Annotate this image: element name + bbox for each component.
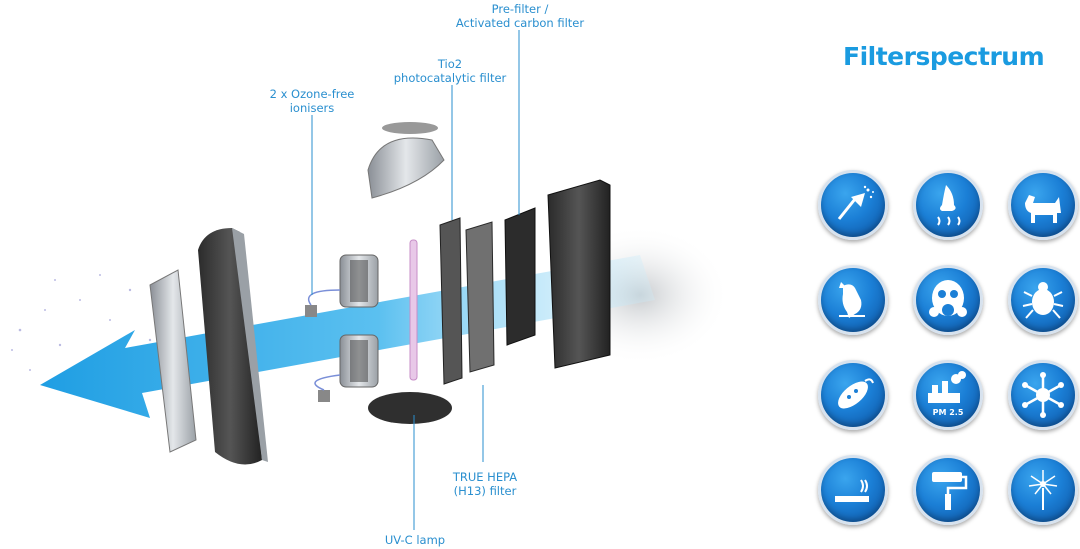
- front-grille: [149, 269, 197, 453]
- tio2-filter: [439, 217, 463, 385]
- label-tio2: Tio2 photocatalytic filter: [390, 57, 510, 85]
- label-ionisers-line2: ionisers: [289, 101, 335, 115]
- pollen-icon: [1008, 455, 1078, 525]
- label-uvc: UV-C lamp: [384, 533, 446, 547]
- dust-icon: [818, 170, 888, 240]
- pm-label: PM 2.5: [933, 408, 964, 417]
- bacteria-icon: [818, 360, 888, 430]
- paint-roller-icon: [913, 455, 983, 525]
- ioniser-bottom: [339, 334, 379, 388]
- label-hepa-line1: TRUE HEPA: [452, 470, 518, 484]
- label-prefilter-line2: Activated carbon filter: [455, 16, 585, 30]
- label-ionisers: 2 x Ozone-free ionisers: [262, 87, 362, 115]
- mite-icon: [1008, 265, 1078, 335]
- label-tio2-line1: Tio2: [437, 57, 463, 71]
- uvc-base: [368, 392, 452, 424]
- back-housing: [547, 179, 611, 369]
- label-hepa-line2: (H13) filter: [453, 484, 517, 498]
- ioniser-top: [339, 254, 379, 308]
- front-housing: [198, 228, 262, 465]
- label-hepa: TRUE HEPA (H13) filter: [440, 470, 530, 498]
- pollution-icon: PM 2.5: [913, 360, 983, 430]
- label-prefilter: Pre-filter / Activated carbon filter: [455, 2, 585, 30]
- pre-filter: [504, 207, 536, 346]
- label-tio2-line2: photocatalytic filter: [393, 71, 507, 85]
- odor-icon: [913, 170, 983, 240]
- virus-icon: [1008, 360, 1078, 430]
- pet-icon: [1008, 170, 1078, 240]
- label-ionisers-line1: 2 x Ozone-free: [269, 87, 355, 101]
- tio2-cover: [367, 122, 445, 199]
- smoke-icon: [818, 455, 888, 525]
- hepa-filter: [465, 221, 495, 373]
- gas-mask-icon: [913, 265, 983, 335]
- label-prefilter-line1: Pre-filter /: [491, 2, 549, 16]
- uvc-lamp: [409, 239, 418, 381]
- exploded-diagram: [11, 30, 730, 530]
- filterspectrum-title: Filterspectrum: [843, 42, 1045, 71]
- bird-icon: [818, 265, 888, 335]
- filter-icon-grid: PM 2.5: [818, 170, 1078, 525]
